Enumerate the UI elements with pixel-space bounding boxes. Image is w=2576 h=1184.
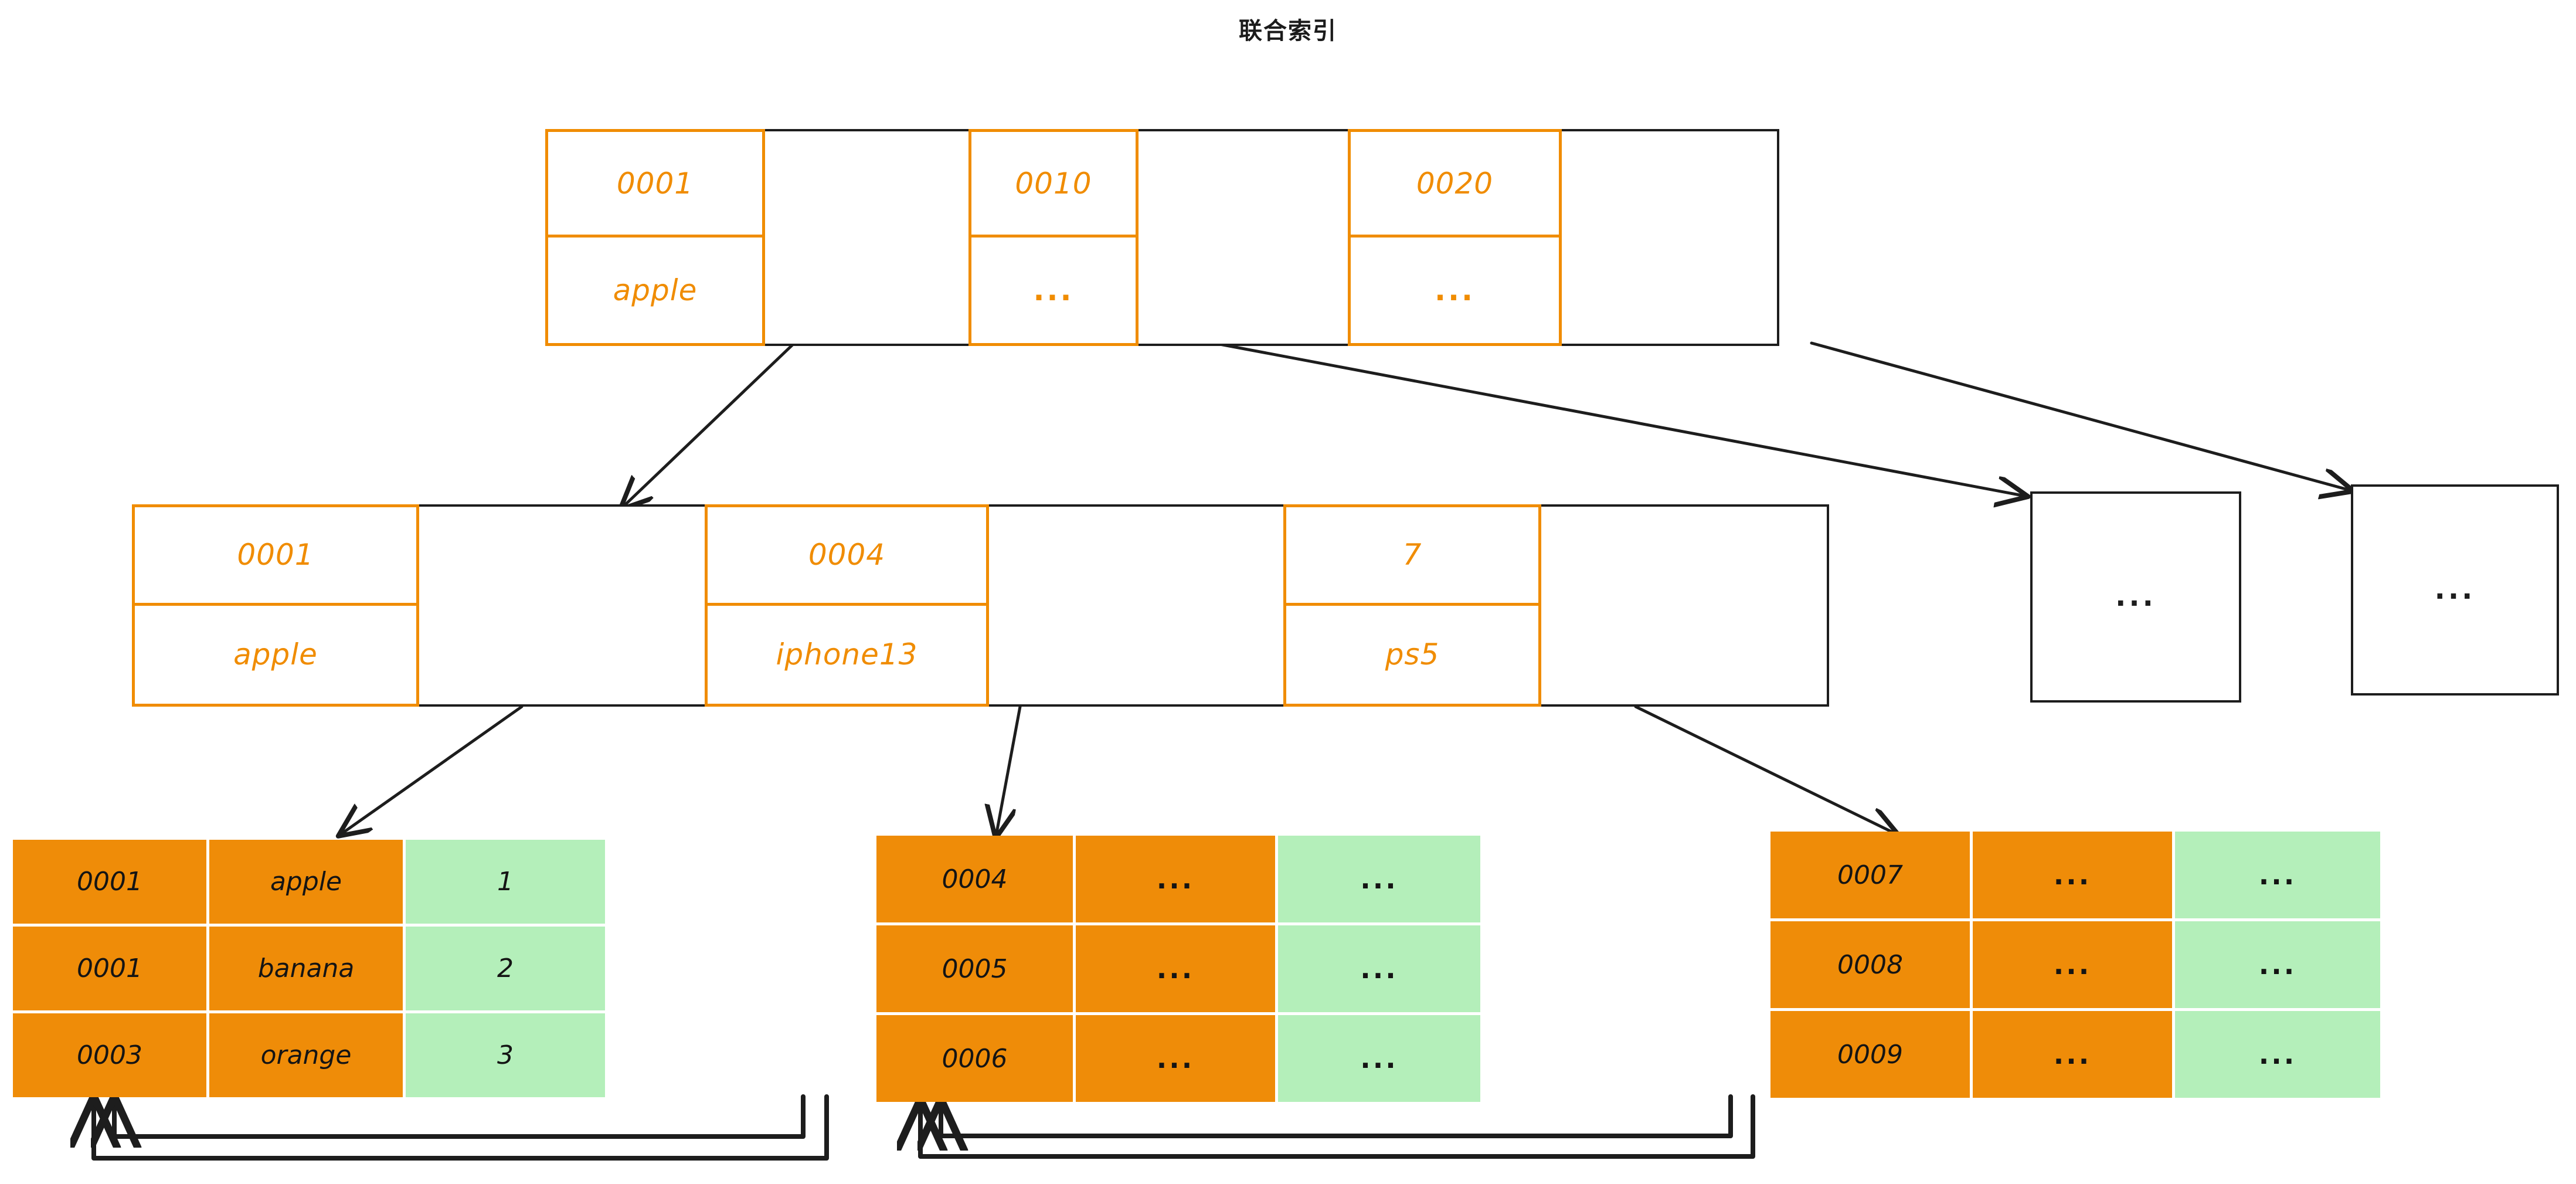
leaf-2-r0-id: 0004 (876, 836, 1073, 922)
table-row[interactable]: 0006 ... ... (876, 1015, 1480, 1102)
edge-branch-to-leaf-3 (1634, 705, 1894, 833)
collapsed-node-2[interactable]: ... (2351, 484, 2559, 696)
leaf-1-r1-rowid: 2 (406, 927, 605, 1010)
edge-root-to-collapsed-1 (1212, 341, 2023, 496)
leaf-3-r1-value: ... (1973, 921, 2172, 1008)
table-row[interactable]: 0005 ... ... (876, 925, 1480, 1012)
leaf-3-r0-id: 0007 (1770, 832, 1970, 918)
root-entry-2[interactable]: 0020 ... (1348, 129, 1562, 346)
leaf-3-r2-id: 0009 (1770, 1011, 1970, 1098)
edge-root-to-branch (624, 341, 796, 506)
root-entry-1[interactable]: 0010 ... (968, 129, 1139, 346)
branch-entry-2[interactable]: 7 ps5 (1283, 504, 1541, 707)
leaf-3-r1-rowid: ... (2175, 921, 2380, 1008)
leaf-2-r1-id: 0005 (876, 925, 1073, 1012)
root-entry-0[interactable]: 0001 apple (545, 129, 765, 346)
root-index-node[interactable]: 0001 apple 0010 ... 0020 ... (545, 129, 1779, 346)
leaf-2-r1-rowid: ... (1278, 925, 1480, 1012)
leaf-2-r0-rowid: ... (1278, 836, 1480, 922)
leaf-2-r0-value: ... (1076, 836, 1275, 922)
collapsed-node-1-label: ... (2115, 580, 2156, 613)
leaf-2-r1-value: ... (1076, 925, 1275, 1012)
table-row[interactable]: 0004 ... ... (876, 836, 1480, 922)
collapsed-node-2-label: ... (2434, 573, 2476, 606)
edge-leaf-3-to-leaf-2-outer (920, 1094, 1755, 1159)
leaf-table-1[interactable]: 0001 apple 1 0001 banana 2 0003 orange 3 (13, 840, 605, 1097)
leaf-3-r0-rowid: ... (2175, 832, 2380, 918)
root-entry-1-key: 0010 (971, 132, 1136, 238)
leaf-1-r0-rowid: 1 (406, 840, 605, 924)
leaf-2-r2-rowid: ... (1278, 1015, 1480, 1102)
table-row[interactable]: 0007 ... ... (1770, 832, 2380, 918)
internal-index-node[interactable]: 0001 apple 0004 iphone13 7 ps5 (132, 504, 1829, 707)
branch-entry-2-key: 7 (1286, 507, 1538, 606)
branch-pointer-2[interactable] (1539, 504, 1829, 707)
table-row[interactable]: 0003 orange 3 (13, 1013, 605, 1097)
branch-entry-1[interactable]: 0004 iphone13 (705, 504, 989, 707)
branch-entry-1-value: iphone13 (776, 637, 918, 672)
edge-branch-to-leaf-2 (997, 705, 1022, 833)
leaf-3-r0-value: ... (1973, 832, 2172, 918)
table-row[interactable]: 0009 ... ... (1770, 1011, 2380, 1098)
page-title: 联合索引 (1239, 18, 1337, 45)
leaf-2-r2-value: ... (1076, 1015, 1275, 1102)
edge-leaf-2-to-leaf-1-inner (114, 1097, 806, 1136)
branch-pointer-1[interactable] (987, 504, 1286, 707)
branch-entry-2-value: ps5 (1385, 637, 1440, 672)
edge-branch-to-leaf-1 (343, 705, 524, 833)
leaf-3-r1-id: 0008 (1770, 921, 1970, 1008)
branch-entry-0-key: 0001 (135, 507, 416, 606)
leaf-table-2[interactable]: 0004 ... ... 0005 ... ... 0006 ... ... (876, 836, 1480, 1102)
table-row[interactable]: 0001 apple 1 (13, 840, 605, 924)
edge-leaf-3-to-leaf-2-inner (941, 1094, 1733, 1136)
root-entry-2-value: ... (1435, 273, 1475, 307)
leaf-3-r2-rowid: ... (2175, 1011, 2380, 1098)
leaf-1-r2-id: 0003 (13, 1013, 206, 1097)
branch-pointer-0[interactable] (417, 504, 707, 707)
leaf-1-r1-value: banana (209, 927, 403, 1010)
root-entry-1-value: ... (1033, 273, 1074, 307)
table-row[interactable]: 0001 banana 2 (13, 927, 605, 1010)
root-entry-0-key: 0001 (548, 132, 762, 238)
root-entry-0-value: apple (613, 273, 698, 307)
root-pointer-0[interactable] (763, 129, 971, 346)
collapsed-node-1[interactable]: ... (2030, 491, 2241, 703)
leaf-2-r2-id: 0006 (876, 1015, 1073, 1102)
branch-entry-0[interactable]: 0001 apple (132, 504, 419, 707)
branch-entry-0-value: apple (233, 637, 318, 672)
leaf-1-r2-value: orange (209, 1013, 403, 1097)
root-entry-2-key: 0020 (1351, 132, 1559, 238)
edge-root-to-collapsed-2 (1810, 341, 2348, 490)
leaf-1-r0-value: apple (209, 840, 403, 924)
leaf-1-r0-id: 0001 (13, 840, 206, 924)
table-row[interactable]: 0008 ... ... (1770, 921, 2380, 1008)
leaf-1-r2-rowid: 3 (406, 1013, 605, 1097)
root-pointer-2[interactable] (1559, 129, 1779, 346)
edge-leaf-2-to-leaf-1-outer (94, 1097, 829, 1161)
leaf-3-r2-value: ... (1973, 1011, 2172, 1098)
leaf-1-r1-id: 0001 (13, 927, 206, 1010)
root-pointer-1[interactable] (1136, 129, 1350, 346)
leaf-table-3[interactable]: 0007 ... ... 0008 ... ... 0009 ... ... (1770, 832, 2380, 1098)
branch-entry-1-key: 0004 (708, 507, 986, 606)
